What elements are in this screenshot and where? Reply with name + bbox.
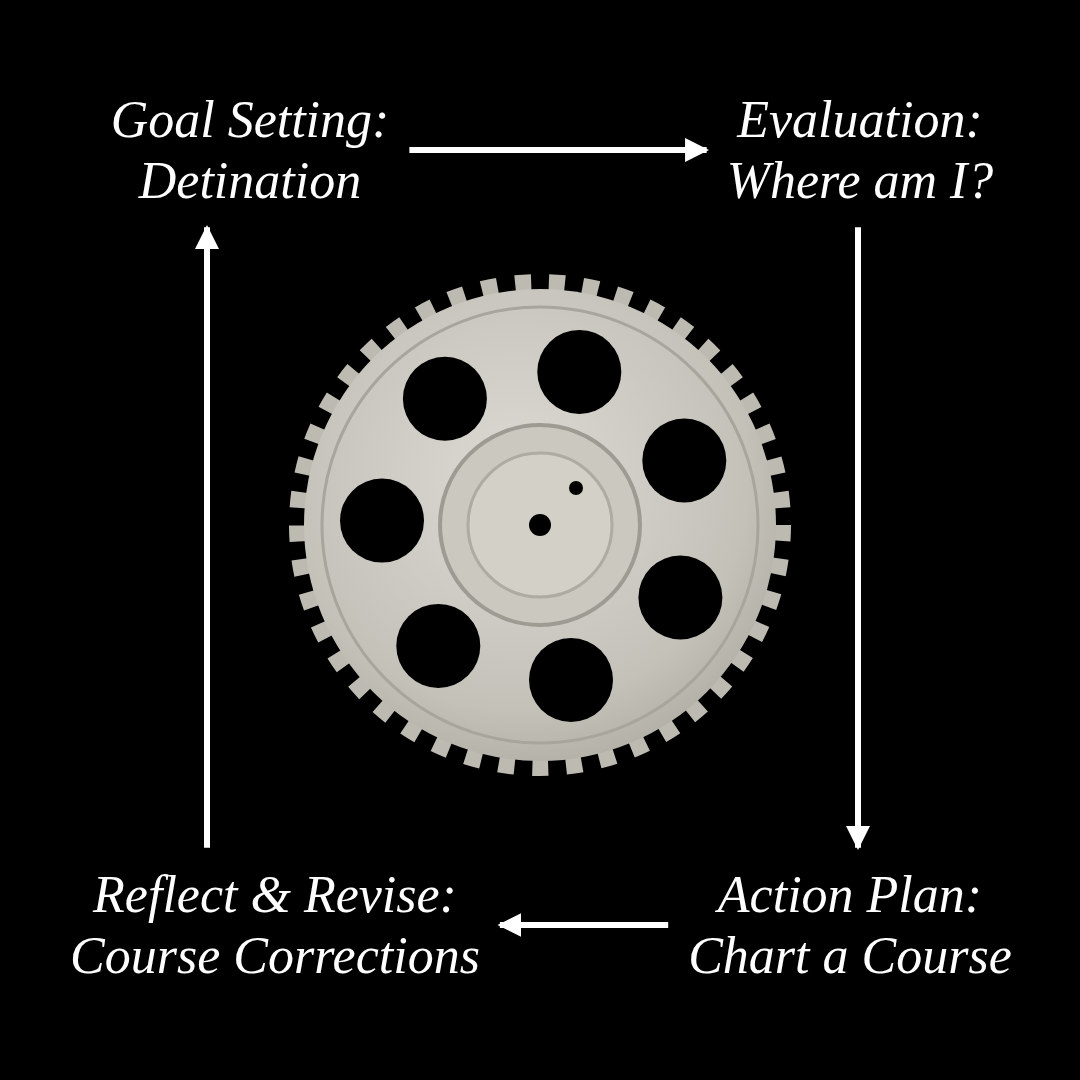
gear-hole	[403, 357, 487, 441]
gear-hole	[340, 479, 424, 563]
step-subtitle: Course Corrections	[70, 925, 480, 986]
step-subtitle: Detination	[111, 150, 390, 211]
step-heading: Evaluation:	[727, 89, 994, 150]
cycle-step: Action Plan:Chart a Course	[678, 858, 1022, 993]
gear-teeth	[298, 283, 782, 767]
gear-hole	[642, 419, 726, 503]
cycle-step: Reflect & Revise:Course Corrections	[60, 858, 490, 993]
cycle-arrow	[204, 227, 210, 847]
cycle-arrow	[855, 227, 861, 847]
gear-hole	[638, 556, 722, 640]
step-heading: Reflect & Revise:	[70, 864, 480, 925]
gear-hub-ring	[440, 425, 640, 625]
step-heading: Goal Setting:	[111, 89, 390, 150]
gear-hole	[537, 330, 621, 414]
gear-hole	[396, 604, 480, 688]
gear-axle-hole	[529, 514, 551, 536]
cycle-step: Goal Setting:Detination	[101, 83, 400, 218]
step-subtitle: Where am I?	[727, 150, 994, 211]
gear-disc	[304, 289, 776, 761]
cycle-arrow	[409, 147, 706, 153]
cycle-step: Evaluation:Where am I?	[717, 83, 1004, 218]
step-subtitle: Chart a Course	[688, 925, 1012, 986]
gear-rim	[322, 307, 758, 743]
gear-pin-hole	[569, 481, 583, 495]
gear-hole	[529, 638, 613, 722]
gear-hub	[468, 453, 612, 597]
cycle-arrow	[500, 922, 668, 928]
step-heading: Action Plan:	[688, 864, 1012, 925]
